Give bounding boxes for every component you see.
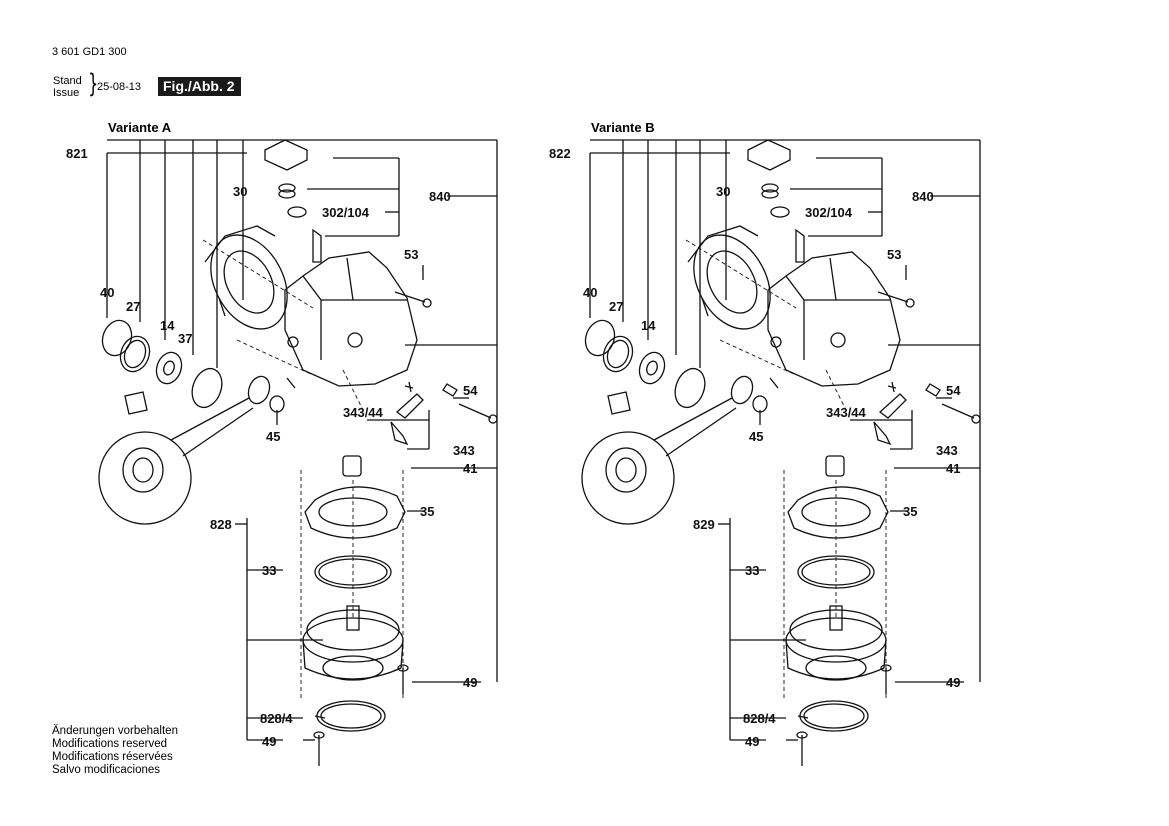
label-49b: 49	[745, 734, 759, 749]
stand-label: Stand	[53, 75, 82, 87]
variant-b-title: Variante B	[591, 120, 655, 135]
label-40: 40	[100, 285, 114, 300]
label-49a: 49	[463, 675, 477, 690]
label-53: 53	[404, 247, 418, 262]
label-840: 840	[429, 189, 451, 204]
label-45: 45	[749, 429, 763, 444]
label-343-44: 343/44	[343, 405, 384, 420]
label-30: 30	[233, 184, 247, 199]
note-fr: Modifications réservées	[52, 751, 173, 763]
issue-label: Issue	[53, 87, 80, 99]
label-33: 33	[745, 563, 759, 578]
label-35: 35	[903, 504, 917, 519]
label-kit: 822	[549, 146, 571, 161]
label-37: 37	[178, 331, 192, 346]
label-54: 54	[946, 383, 961, 398]
note-en: Modifications reserved	[52, 738, 168, 750]
label-14: 14	[641, 318, 656, 333]
label-41: 41	[463, 461, 477, 476]
label-41: 41	[946, 461, 960, 476]
figure-badge: Fig./Abb. 2	[158, 77, 241, 96]
brace-glyph: }	[88, 69, 99, 99]
label-302-104: 302/104	[805, 205, 853, 220]
label-343-44: 343/44	[826, 405, 867, 420]
label-49a: 49	[946, 675, 960, 690]
label-302-104: 302/104	[322, 205, 370, 220]
label-343: 343	[936, 443, 958, 458]
variant-b-assembly	[580, 139, 981, 767]
label-40: 40	[583, 285, 597, 300]
variant-a-title: Variante A	[108, 120, 172, 135]
label-828-4: 828/4	[260, 711, 293, 726]
label-27: 27	[609, 299, 623, 314]
label-53: 53	[887, 247, 901, 262]
stand-issue-label: Stand Issue	[53, 75, 82, 99]
label-27: 27	[126, 299, 140, 314]
label-49b: 49	[262, 734, 276, 749]
label-gear-kit: 828	[210, 517, 232, 532]
variant-a-labels: 821 40 27 14 37 30 840 302/104 53 54 343…	[66, 146, 478, 749]
label-343: 343	[453, 443, 475, 458]
label-828-4: 828/4	[743, 711, 776, 726]
label-840: 840	[912, 189, 934, 204]
note-de: Änderungen vorbehalten	[52, 725, 178, 737]
label-14: 14	[160, 318, 175, 333]
issue-date: 25-08-13	[97, 81, 142, 93]
modification-notes: Änderungen vorbehalten Modifications res…	[52, 725, 178, 777]
label-kit: 821	[66, 146, 88, 161]
document-number: 3 601 GD1 300	[52, 46, 127, 58]
label-30: 30	[716, 184, 730, 199]
label-gear-kit: 829	[693, 517, 715, 532]
note-es: Salvo modificaciones	[52, 764, 161, 776]
variant-a-assembly	[97, 139, 498, 767]
label-54: 54	[463, 383, 478, 398]
label-45: 45	[266, 429, 280, 444]
label-33: 33	[262, 563, 276, 578]
label-35: 35	[420, 504, 434, 519]
variant-b-labels: 822 40 27 14 30 840 302/104 53 54 343/44…	[549, 146, 961, 749]
